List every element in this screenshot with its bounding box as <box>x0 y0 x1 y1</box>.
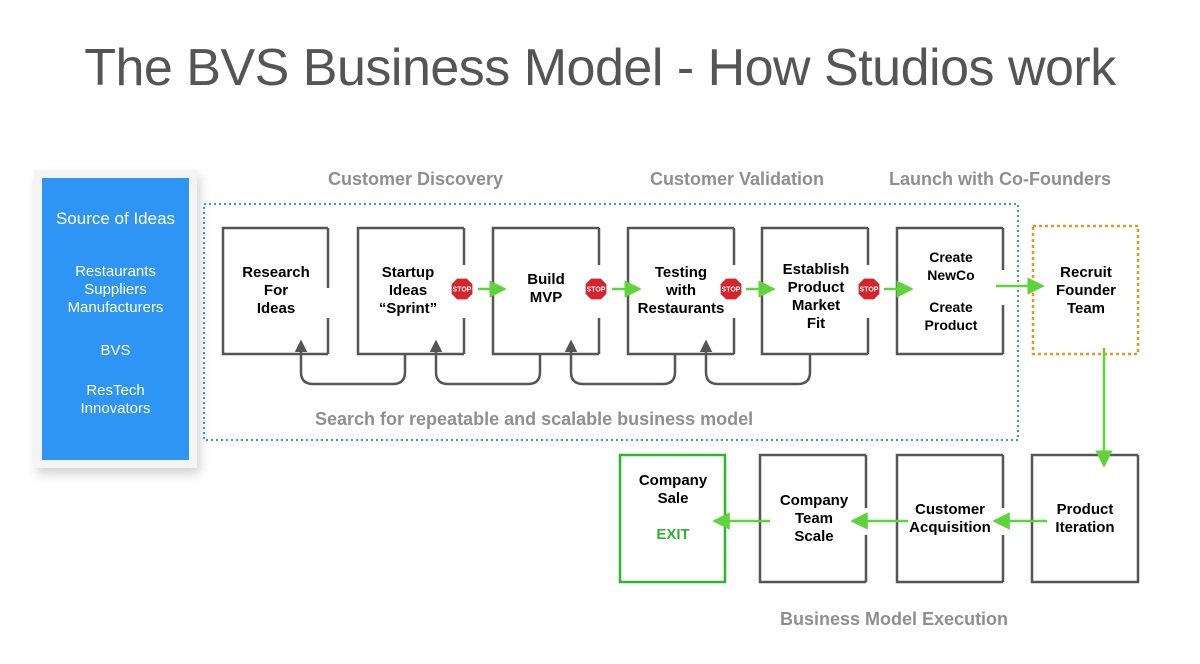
source-item: Manufacturers <box>67 299 164 316</box>
stop-sign-text: STOP <box>860 287 879 294</box>
phase-customer-validation: Customer Validation <box>650 169 825 189</box>
stop-sign-text: STOP <box>453 287 472 294</box>
step-frame-sprint <box>356 226 466 356</box>
source-item: BVS <box>100 342 131 359</box>
stop-sign-text: STOP <box>722 287 741 294</box>
search-caption: Search for repeatable and scalable busin… <box>315 409 754 429</box>
stop-sign-text: STOP <box>587 287 606 294</box>
source-group-bvs: BVS <box>42 342 189 360</box>
loop-back-arrows <box>294 339 812 386</box>
flow-arrows <box>478 277 1113 530</box>
loop-arrow-4 <box>699 339 812 386</box>
search-dotted-frame <box>203 203 1019 441</box>
source-item: Innovators <box>80 400 151 417</box>
loop-arrow-2 <box>429 339 542 386</box>
source-group-industry: Restaurants Suppliers Manufacturers <box>42 263 189 317</box>
phase-launch-cofounders: Launch with Co-Founders <box>889 169 1111 189</box>
exit-label: EXIT <box>656 526 690 543</box>
phase-customer-discovery: Customer Discovery <box>328 169 504 189</box>
step-frame-research <box>221 226 330 356</box>
loop-arrow-3 <box>564 339 677 386</box>
source-of-ideas-panel: Source of Ideas Restaurants Suppliers Ma… <box>42 178 189 460</box>
source-item: Restaurants <box>75 263 156 280</box>
step-frames <box>221 226 1140 584</box>
exec-frame-customer-acquisition <box>895 453 1005 584</box>
exec-frame-product-iteration <box>1030 453 1140 584</box>
page-title: The BVS Business Model - How Studios wor… <box>84 39 1116 97</box>
stop-sign-icon: STOP <box>719 277 743 301</box>
source-item: ResTech <box>86 382 145 399</box>
stop-sign-icon: STOP <box>450 277 474 301</box>
stop-sign-icon: STOP <box>584 277 608 301</box>
stop-sign-icon: STOP <box>857 277 881 301</box>
phase-business-model-execution: Business Model Execution <box>780 609 1009 629</box>
exec-frame-team-scale <box>758 453 868 584</box>
loop-arrow-1 <box>294 339 407 386</box>
source-of-ideas-header: Source of Ideas <box>55 209 176 228</box>
source-group-restech: ResTech Innovators <box>42 382 189 418</box>
source-item: Suppliers <box>84 281 147 298</box>
